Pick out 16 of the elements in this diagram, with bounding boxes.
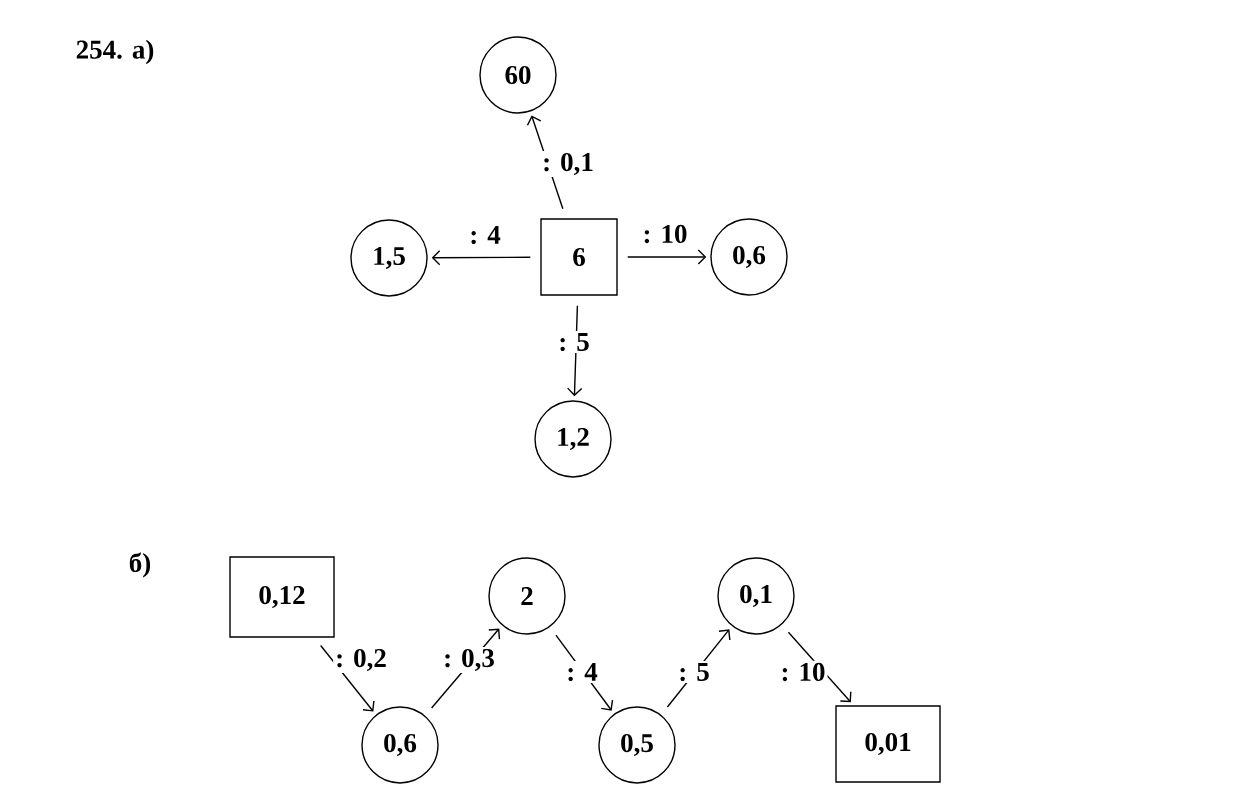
edge-label: : 0,2 (333, 646, 389, 674)
edge-label: : 10 (778, 660, 828, 684)
edge-label: : 5 (556, 330, 592, 353)
arrow (431, 250, 531, 266)
edge-label: : 0,1 (540, 150, 596, 178)
number-box: 6 (540, 218, 618, 296)
edge-label: : 4 (467, 223, 503, 247)
edge-label: : 4 (564, 660, 600, 684)
edge-label: : 0,3 (441, 646, 497, 674)
part-label: 254. а) (76, 39, 154, 65)
arrow (627, 249, 707, 265)
edge-label: : 10 (640, 222, 690, 246)
number-box: 0,12 (229, 556, 335, 638)
part-label: б) (129, 552, 151, 578)
number-box: 0,01 (835, 705, 941, 783)
edge-label: : 5 (676, 660, 712, 684)
